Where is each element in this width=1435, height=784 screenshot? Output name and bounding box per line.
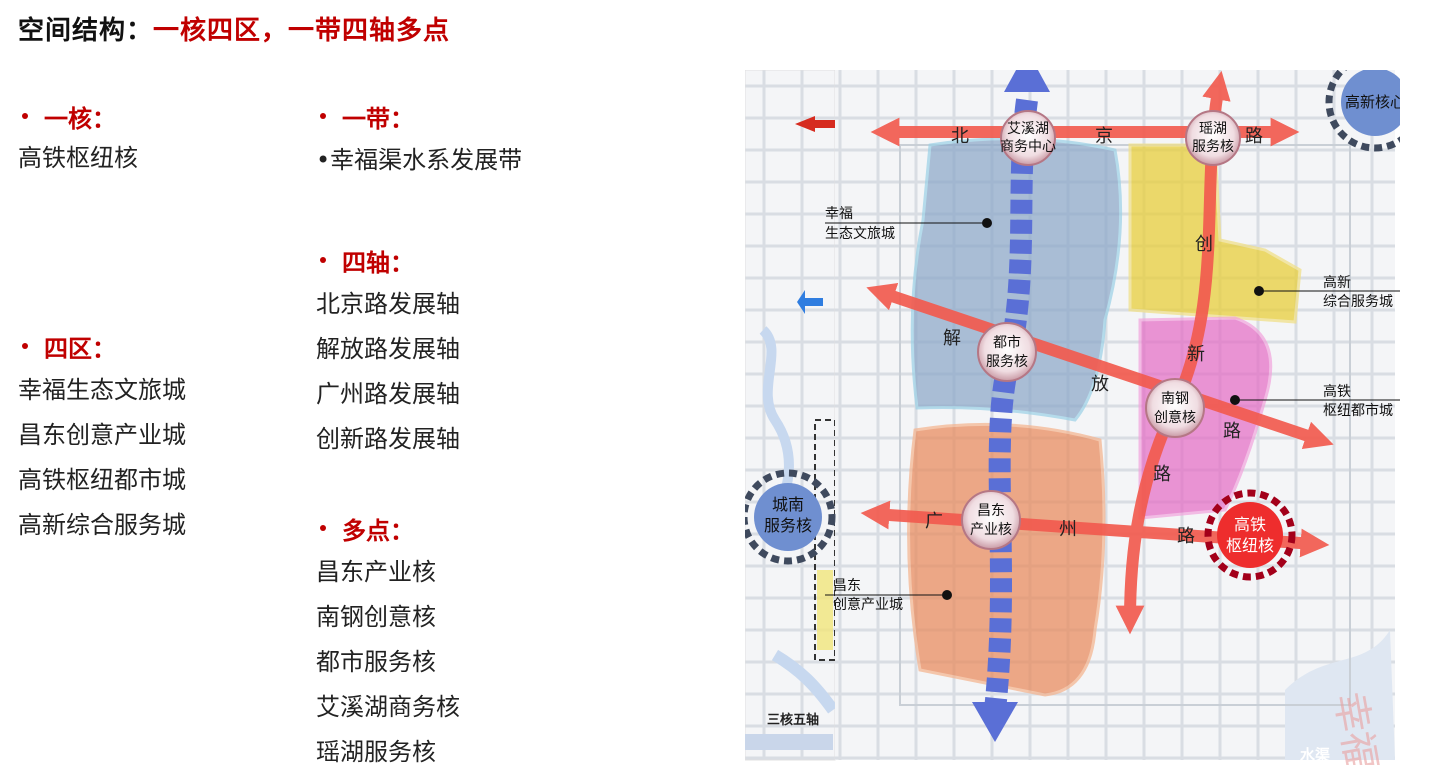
bullet-icon xyxy=(320,257,326,263)
road-label-beijing-2: 京 xyxy=(1095,126,1113,147)
inset-map: 三核五轴 xyxy=(745,70,838,761)
svg-text:高铁: 高铁 xyxy=(1234,515,1266,534)
road-label-jiefang-3: 路 xyxy=(1223,421,1241,442)
svg-text:高铁: 高铁 xyxy=(1323,383,1351,400)
list-item: 南钢创意核 xyxy=(316,603,436,631)
svg-text:枢纽都市城: 枢纽都市城 xyxy=(1323,402,1393,419)
list-item: 解放路发展轴 xyxy=(316,335,460,363)
bullet-icon xyxy=(22,343,28,349)
title-highlight: 一核四区，一带四轴多点 xyxy=(153,16,451,46)
svg-text:创意核: 创意核 xyxy=(1154,409,1196,426)
node-chengnan: 城南 服务核 xyxy=(745,469,836,565)
list-item: 高新综合服务城 xyxy=(18,511,186,539)
road-label-guangzhou-1: 广 xyxy=(925,511,943,532)
bullet-icon xyxy=(320,525,326,531)
svg-text:枢纽核: 枢纽核 xyxy=(1226,536,1274,555)
list-item: 昌东创意产业城 xyxy=(18,421,186,449)
title-prefix: 空间结构： xyxy=(18,16,154,46)
structure-map: 三核五轴 北 京 路 解 放 路 广 州 路 创 新 路 xyxy=(745,70,1400,765)
node-gaotie: 高铁 枢纽核 xyxy=(1204,489,1296,581)
left-column: 一核： 高铁枢纽核 xyxy=(18,98,138,181)
svg-text:服务核: 服务核 xyxy=(1192,139,1234,155)
list-item: 幸福生态文旅城 xyxy=(18,376,186,404)
svg-text:南钢: 南钢 xyxy=(1161,391,1189,407)
svg-text:高新核心: 高新核心 xyxy=(1345,93,1400,111)
road-label-chuangxin-1: 创 xyxy=(1195,234,1213,255)
svg-text:服务核: 服务核 xyxy=(986,354,1028,370)
road-label-jiefang-1: 解 xyxy=(943,328,961,349)
svg-text:服务核: 服务核 xyxy=(764,516,812,535)
section-zones-heading: 四区： xyxy=(18,328,186,364)
section-points-heading: 多点： xyxy=(316,510,460,546)
road-label-beijing-3: 路 xyxy=(1245,126,1263,147)
road-label-jiefang-2: 放 xyxy=(1091,374,1109,395)
svg-text:综合服务城: 综合服务城 xyxy=(1323,294,1393,310)
node-changdong: 昌东 产业核 xyxy=(961,490,1021,550)
node-dushi: 都市 服务核 xyxy=(977,322,1037,382)
middle-column-points: 多点： 昌东产业核 南钢创意核 都市服务核 艾溪湖商务核 瑶湖服务核 xyxy=(316,510,460,775)
svg-text:昌东: 昌东 xyxy=(833,578,861,594)
list-item: 高铁枢纽核 xyxy=(18,144,138,172)
zone-label-gaotie: 高铁 枢纽都市城 xyxy=(1230,383,1400,419)
road-label-chuangxin-2: 新 xyxy=(1187,344,1205,365)
list-item: 北京路发展轴 xyxy=(316,290,460,318)
list-item: 高铁枢纽都市城 xyxy=(18,466,186,494)
svg-text:城南: 城南 xyxy=(772,495,804,514)
node-aixihu: 艾溪湖 商务中心 xyxy=(1000,110,1056,166)
list-item: 广州路发展轴 xyxy=(316,380,460,408)
node-nangang: 南钢 创意核 xyxy=(1145,378,1205,438)
section-axes-heading: 四轴： xyxy=(316,242,460,278)
list-item: 瑶湖服务核 xyxy=(316,738,436,766)
section-belt-heading: 一带： xyxy=(316,98,522,134)
middle-column-belt: 一带： •幸福渠水系发展带 xyxy=(316,98,522,183)
svg-text:生态文旅城: 生态文旅城 xyxy=(825,226,895,242)
list-item: •幸福渠水系发展带 xyxy=(316,146,523,174)
road-label-beijing-1: 北 xyxy=(951,126,969,147)
left-column-zones: 四区： 幸福生态文旅城 昌东创意产业城 高铁枢纽都市城 高新综合服务城 xyxy=(18,328,186,548)
list-item: 创新路发展轴 xyxy=(316,425,460,453)
svg-text:瑶湖: 瑶湖 xyxy=(1199,121,1227,137)
road-label-guangzhou-2: 州 xyxy=(1059,519,1077,540)
road-label-chuangxin-3: 路 xyxy=(1153,464,1171,485)
node-yaohu: 瑶湖 服务核 xyxy=(1185,110,1241,166)
page-title: 空间结构：一核四区，一带四轴多点 xyxy=(18,10,450,47)
list-item: 艾溪湖商务核 xyxy=(316,693,460,721)
inset-caption: 三核五轴 xyxy=(767,712,819,728)
svg-text:都市: 都市 xyxy=(993,334,1021,351)
bullet-icon xyxy=(22,113,28,119)
svg-text:昌东: 昌东 xyxy=(977,503,1005,519)
road-label-guangzhou-3: 路 xyxy=(1177,526,1195,547)
section-core-heading: 一核： xyxy=(18,98,138,134)
bullet-icon xyxy=(320,113,326,119)
svg-text:高新: 高新 xyxy=(1323,274,1351,291)
svg-text:创意产业城: 创意产业城 xyxy=(833,596,903,613)
zone-label-gaoxin: 高新 综合服务城 xyxy=(1254,274,1400,310)
zone-label-xingfu: 幸福 生态文旅城 xyxy=(825,206,992,242)
middle-column-axes: 四轴： 北京路发展轴 解放路发展轴 广州路发展轴 创新路发展轴 xyxy=(316,242,460,462)
watermark-small: 水渠 xyxy=(1300,746,1330,764)
svg-text:幸福: 幸福 xyxy=(825,206,853,222)
svg-text:艾溪湖: 艾溪湖 xyxy=(1007,121,1049,137)
svg-text:商务中心: 商务中心 xyxy=(1000,139,1056,155)
svg-text:产业核: 产业核 xyxy=(970,522,1012,538)
node-gaoxin: 高新核心 xyxy=(1325,70,1400,152)
zone-label-changdong: 昌东 创意产业城 xyxy=(825,578,952,613)
list-item: 都市服务核 xyxy=(316,648,436,676)
list-item: 昌东产业核 xyxy=(316,558,436,586)
